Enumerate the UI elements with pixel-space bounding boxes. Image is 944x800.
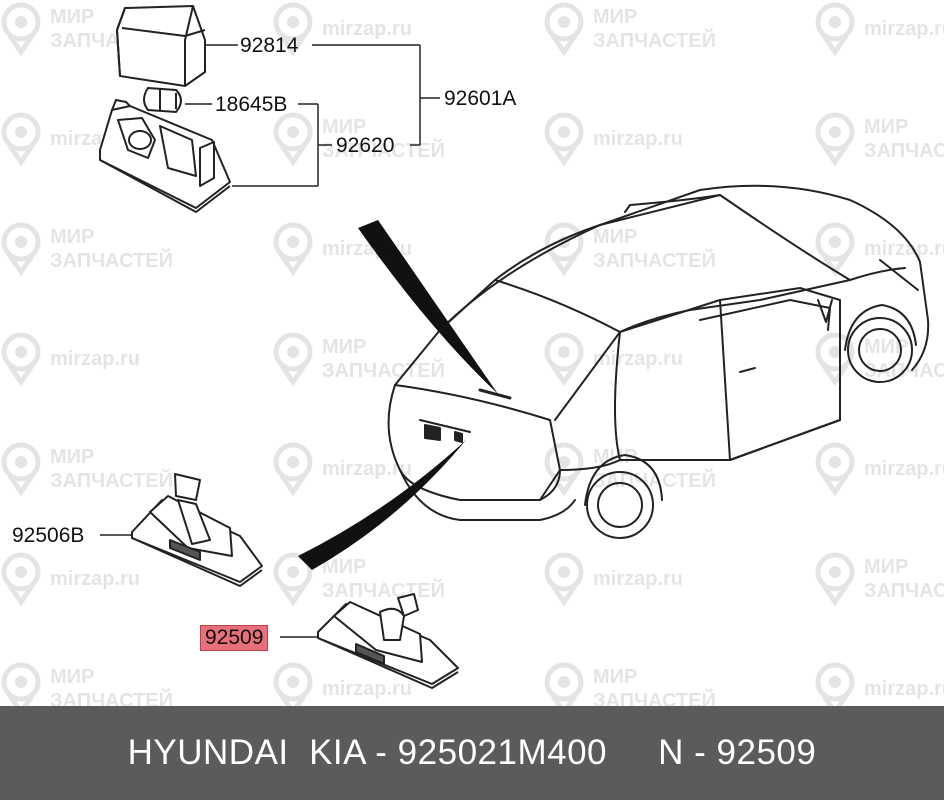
watermark-line1: МИР	[593, 226, 638, 248]
pin-logo-icon	[1, 222, 41, 276]
watermark-line2: ЗАПЧАСТЕЙ	[864, 580, 944, 602]
pin-logo-icon	[1, 332, 41, 386]
watermark: mirzap.ru	[543, 110, 773, 170]
watermark: mirzap.ru	[272, 0, 502, 60]
leader-lines-bottom	[100, 534, 318, 638]
watermark-domain: mirzap.ru	[593, 128, 684, 150]
parts-diagram	[99, 5, 930, 689]
pin-logo-icon	[544, 2, 584, 56]
watermark-line1: МИР	[322, 116, 367, 138]
watermark-domain: mirzap.ru	[593, 348, 684, 370]
watermark-line1: МИР	[593, 666, 638, 688]
watermark-line2: ЗАПЧАСТЕЙ	[50, 470, 173, 492]
watermark: mirzap.ru	[814, 440, 944, 500]
pin-logo-icon	[273, 552, 313, 606]
pin-logo-icon	[273, 222, 313, 276]
pin-logo-icon	[815, 112, 855, 166]
watermark: mirzap.ru	[272, 440, 502, 500]
callout-cover: 92814	[240, 34, 299, 57]
callout-bulb: 18645B	[215, 93, 288, 116]
callout-assembly: 92601A	[444, 87, 517, 110]
watermark-domain: mirzap.ru	[322, 678, 413, 700]
callout-lamp-right-highlighted: 92509	[200, 625, 269, 651]
lamp-cover-part	[116, 5, 206, 87]
watermark: mirzap.ru	[0, 550, 230, 610]
pin-logo-icon	[1, 552, 41, 606]
watermark-domain: mirzap.ru	[864, 18, 944, 40]
pin-logo-icon	[1, 112, 41, 166]
watermark-line1: МИР	[50, 446, 95, 468]
pointer-arrows	[298, 220, 498, 570]
watermark-domain: mirzap.ru	[50, 348, 141, 370]
watermark-line1: МИР	[864, 116, 909, 138]
watermark-domain: mirzap.ru	[322, 458, 413, 480]
pin-logo-icon	[815, 442, 855, 496]
pin-logo-icon	[273, 442, 313, 496]
lamp-housing-part	[99, 99, 231, 213]
pin-logo-icon	[544, 332, 584, 386]
watermark-domain: mirzap.ru	[50, 568, 141, 590]
watermark-line1: МИР	[50, 6, 95, 28]
watermark-line1: МИР	[864, 336, 909, 358]
pin-logo-icon	[815, 2, 855, 56]
watermark-line2: ЗАПЧАСТЕЙ	[593, 250, 716, 272]
watermark-line2: ЗАПЧАСТЕЙ	[864, 140, 944, 162]
pin-logo-icon	[815, 552, 855, 606]
watermark-line2: ЗАПЧАСТЕЙ	[593, 470, 716, 492]
pin-logo-icon	[273, 332, 313, 386]
watermark-line1: МИР	[322, 556, 367, 578]
footer-bar: HYUNDAI KIA - 925021M400 N - 92509	[0, 706, 944, 800]
watermark-line2: ЗАПЧАСТЕЙ	[50, 250, 173, 272]
watermark-domain: mirzap.ru	[864, 238, 944, 260]
watermark-line1: МИР	[50, 226, 95, 248]
car-illustration	[387, 184, 930, 539]
pin-logo-icon	[273, 112, 313, 166]
watermark-line1: МИР	[593, 6, 638, 28]
watermark-line2: ЗАПЧАСТЕЙ	[322, 360, 445, 382]
license-lamp-left-part	[131, 473, 263, 587]
callout-housing: 92620	[336, 134, 395, 157]
watermark-domain: mirzap.ru	[864, 458, 944, 480]
pin-logo-icon	[544, 552, 584, 606]
pin-logo-icon	[544, 112, 584, 166]
pin-logo-icon	[815, 332, 855, 386]
watermark: mirzap.ru	[543, 550, 773, 610]
bulb-part	[143, 86, 182, 114]
part-number-text: HYUNDAI KIA - 925021M400 N - 92509	[127, 733, 817, 772]
watermark-line2: ЗАПЧАСТЕЙ	[593, 30, 716, 52]
watermark: mirzap.ru	[0, 330, 230, 390]
watermark-line1: МИР	[322, 336, 367, 358]
leader-lines-top	[185, 44, 440, 187]
watermark-domain: mirzap.ru	[864, 678, 944, 700]
callout-lamp-left: 92506B	[12, 524, 85, 547]
watermark: mirzap.ru	[814, 0, 944, 60]
pin-logo-icon	[1, 2, 41, 56]
pin-logo-icon	[273, 2, 313, 56]
watermark-line1: МИР	[50, 666, 95, 688]
watermark: mirzap.ru	[543, 330, 773, 390]
pin-logo-icon	[544, 442, 584, 496]
pin-logo-icon	[1, 442, 41, 496]
watermark-domain: mirzap.ru	[593, 568, 684, 590]
license-lamp-right-part	[317, 593, 459, 689]
watermark-domain: mirzap.ru	[322, 18, 413, 40]
watermark: mirzap.ru	[814, 220, 944, 280]
watermark-line1: МИР	[864, 556, 909, 578]
